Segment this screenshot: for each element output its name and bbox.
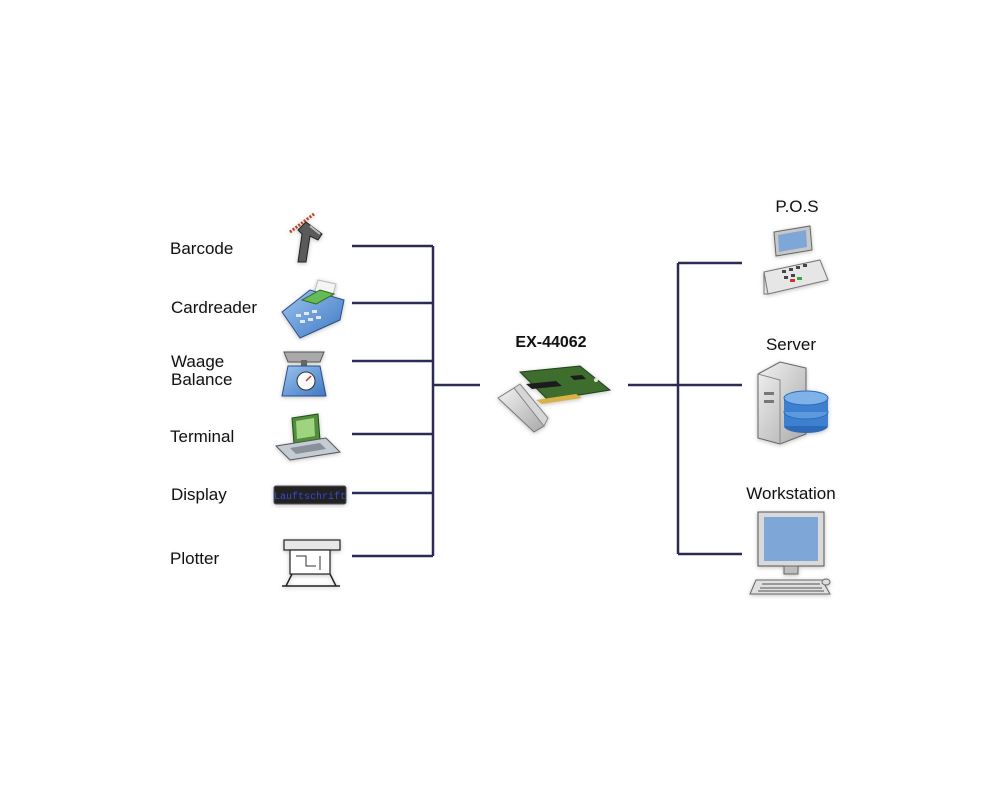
workstation-label: Workstation xyxy=(746,484,836,503)
database-icon xyxy=(783,390,829,433)
server-label: Server xyxy=(765,335,817,354)
barcode-scanner-icon xyxy=(289,212,323,263)
right-connector-tree xyxy=(628,261,742,556)
balance-label: Waage Balance xyxy=(171,353,232,389)
workstation-icon xyxy=(749,511,831,595)
balance-label-line1: Waage xyxy=(171,352,225,371)
terminal-icon xyxy=(274,413,342,461)
balance-scale-icon xyxy=(281,351,327,397)
terminal-label: Terminal xyxy=(170,427,235,446)
pos-label: P.O.S xyxy=(775,197,819,216)
left-connector-tree xyxy=(352,244,480,558)
plotter-label: Plotter xyxy=(170,549,220,568)
pci-card-icon xyxy=(497,365,612,433)
cardreader-icon xyxy=(281,279,345,339)
plotter-icon xyxy=(282,539,341,587)
pos-terminal-icon xyxy=(763,225,829,295)
display-screen-text: Lauftschrift xyxy=(274,491,346,503)
cardreader-label: Cardreader xyxy=(171,298,257,317)
barcode-label: Barcode xyxy=(170,239,234,258)
balance-label-line2: Balance xyxy=(171,370,233,389)
server-icon xyxy=(757,361,829,445)
display-label: Display xyxy=(171,485,227,504)
card-title-label: EX-44062 xyxy=(515,334,587,351)
led-display-icon: Lauftschrift xyxy=(273,485,347,505)
